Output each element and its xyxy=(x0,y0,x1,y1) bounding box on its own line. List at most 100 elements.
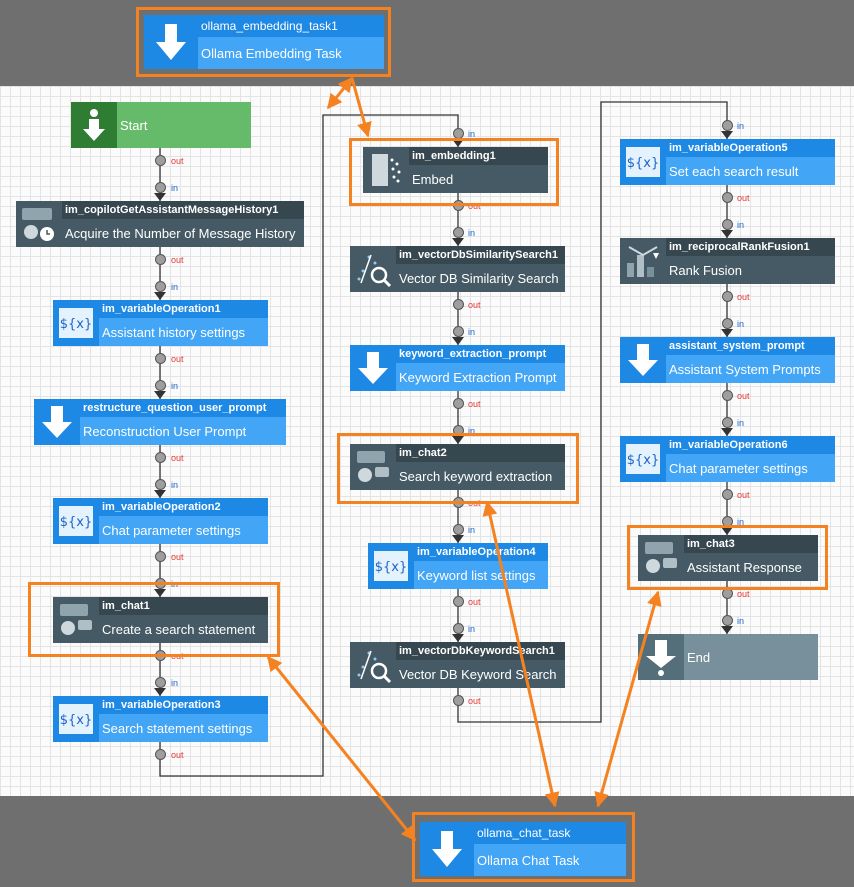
node-chat-parameter-settings-2[interactable]: ${x} im_variableOperation6 Chat paramete… xyxy=(620,436,835,482)
node-search-keyword-extraction[interactable]: im_chat2 Search keyword extraction xyxy=(350,444,565,490)
port-in[interactable] xyxy=(722,120,733,131)
port-out[interactable] xyxy=(155,155,166,166)
variable-icon: ${x} xyxy=(620,139,666,185)
chat-bot-icon xyxy=(53,597,99,643)
port-out[interactable] xyxy=(453,299,464,310)
variable-icon: ${x} xyxy=(53,300,99,346)
port-out[interactable] xyxy=(155,452,166,463)
port-in[interactable] xyxy=(155,677,166,688)
node-id: im_embedding1 xyxy=(409,147,548,165)
port-in[interactable] xyxy=(155,182,166,193)
port-in[interactable] xyxy=(453,524,464,535)
node-label: Chat parameter settings xyxy=(669,460,808,476)
node-id: im_variableOperation5 xyxy=(666,139,835,157)
port-label-out: out xyxy=(737,193,750,203)
node-id: im_variableOperation3 xyxy=(99,696,268,714)
port-in[interactable] xyxy=(155,281,166,292)
external-task-ollama-embedding[interactable]: ollama_embedding_task1 Ollama Embedding … xyxy=(144,15,384,69)
external-task-ollama-chat[interactable]: ollama_chat_task Ollama Chat Task xyxy=(420,822,626,876)
port-out[interactable] xyxy=(155,353,166,364)
node-acquire-message-history[interactable]: im_copilotGetAssistantMessageHistory1 Ac… xyxy=(16,201,304,247)
start-node[interactable]: Start xyxy=(71,102,251,148)
port-out[interactable] xyxy=(722,489,733,500)
port-out[interactable] xyxy=(453,398,464,409)
port-out[interactable] xyxy=(155,749,166,760)
node-label: Assistant Response xyxy=(687,559,802,575)
node-label: Chat parameter settings xyxy=(102,522,241,538)
node-id: im_chat1 xyxy=(99,597,268,615)
port-label-out: out xyxy=(468,300,481,310)
node-keyword-extraction-prompt[interactable]: keyword_extraction_prompt Keyword Extrac… xyxy=(350,345,565,391)
node-assistant-response[interactable]: im_chat3 Assistant Response xyxy=(638,535,818,581)
node-id: keyword_extraction_prompt xyxy=(396,345,565,363)
node-assistant-system-prompts[interactable]: assistant_system_prompt Assistant System… xyxy=(620,337,835,383)
node-id: im_variableOperation1 xyxy=(99,300,268,318)
arrow-down-icon xyxy=(144,15,198,69)
chat-history-icon xyxy=(16,201,62,247)
port-in[interactable] xyxy=(453,623,464,634)
node-vector-db-similarity-search[interactable]: im_vectorDbSimilaritySearch1 Vector DB S… xyxy=(350,246,565,292)
port-label-out: out xyxy=(171,255,184,265)
node-label: Ollama Chat Task xyxy=(477,852,580,868)
port-label-in: in xyxy=(737,616,745,626)
variable-icon: ${x} xyxy=(368,543,414,589)
svg-text:${x}: ${x} xyxy=(627,156,660,171)
port-in[interactable] xyxy=(155,479,166,490)
arrow-down-icon xyxy=(420,822,474,876)
port-label-out: out xyxy=(171,156,184,166)
port-label-out: out xyxy=(468,597,481,607)
node-label: Ollama Embedding Task xyxy=(201,45,342,61)
node-rank-fusion[interactable]: im_reciprocalRankFusion1 Rank Fusion xyxy=(620,238,835,284)
port-out[interactable] xyxy=(722,390,733,401)
port-label-in: in xyxy=(468,327,476,337)
node-reconstruction-user-prompt[interactable]: restructure_question_user_prompt Reconst… xyxy=(34,399,286,445)
node-chat-parameter-settings-1[interactable]: ${x} im_variableOperation2 Chat paramete… xyxy=(53,498,268,544)
port-label-out: out xyxy=(468,201,481,211)
vector-search-icon xyxy=(350,246,396,292)
highlight-box-embedding-task xyxy=(136,7,391,77)
node-create-search-statement[interactable]: im_chat1 Create a search statement xyxy=(53,597,268,643)
port-out[interactable] xyxy=(155,254,166,265)
port-in[interactable] xyxy=(722,417,733,428)
node-id: im_reciprocalRankFusion1 xyxy=(666,238,835,256)
port-out[interactable] xyxy=(453,695,464,706)
node-embed[interactable]: im_embedding1 Embed xyxy=(363,147,548,193)
highlight-box-chat-task xyxy=(412,812,635,882)
port-label-in: in xyxy=(171,480,179,490)
port-out[interactable] xyxy=(155,551,166,562)
port-label-out: out xyxy=(468,696,481,706)
node-assistant-history-settings[interactable]: ${x} im_variableOperation1 Assistant his… xyxy=(53,300,268,346)
port-in[interactable] xyxy=(453,227,464,238)
port-label-out: out xyxy=(171,453,184,463)
arrow-down-icon xyxy=(34,399,80,445)
port-label-in: in xyxy=(468,624,476,634)
node-id: ollama_chat_task xyxy=(474,822,626,844)
node-set-each-search-result[interactable]: ${x} im_variableOperation5 Set each sear… xyxy=(620,139,835,185)
node-id: im_copilotGetAssistantMessageHistory1 xyxy=(62,201,304,219)
node-id: assistant_system_prompt xyxy=(666,337,835,355)
node-label: Start xyxy=(120,117,148,133)
port-out[interactable] xyxy=(722,192,733,203)
node-id: ollama_embedding_task1 xyxy=(198,15,384,37)
chat-bot-icon xyxy=(638,535,684,581)
port-label-in: in xyxy=(171,678,179,688)
port-in[interactable] xyxy=(722,219,733,230)
port-label-in: in xyxy=(468,525,476,535)
node-search-statement-settings[interactable]: ${x} im_variableOperation3 Search statem… xyxy=(53,696,268,742)
port-in[interactable] xyxy=(722,318,733,329)
svg-text:${x}: ${x} xyxy=(375,560,408,575)
svg-text:${x}: ${x} xyxy=(60,317,93,332)
variable-icon: ${x} xyxy=(620,436,666,482)
port-out[interactable] xyxy=(722,291,733,302)
node-label: Search statement settings xyxy=(102,720,253,736)
port-in[interactable] xyxy=(453,326,464,337)
node-label: Assistant System Prompts xyxy=(669,361,821,377)
highlight-box-assistant-response xyxy=(627,525,828,590)
port-in[interactable] xyxy=(722,615,733,626)
node-id: im_chat3 xyxy=(684,535,818,553)
port-label-out: out xyxy=(737,391,750,401)
node-label: Create a search statement xyxy=(102,621,256,637)
variable-icon: ${x} xyxy=(53,498,99,544)
port-in[interactable] xyxy=(155,380,166,391)
port-out[interactable] xyxy=(453,596,464,607)
